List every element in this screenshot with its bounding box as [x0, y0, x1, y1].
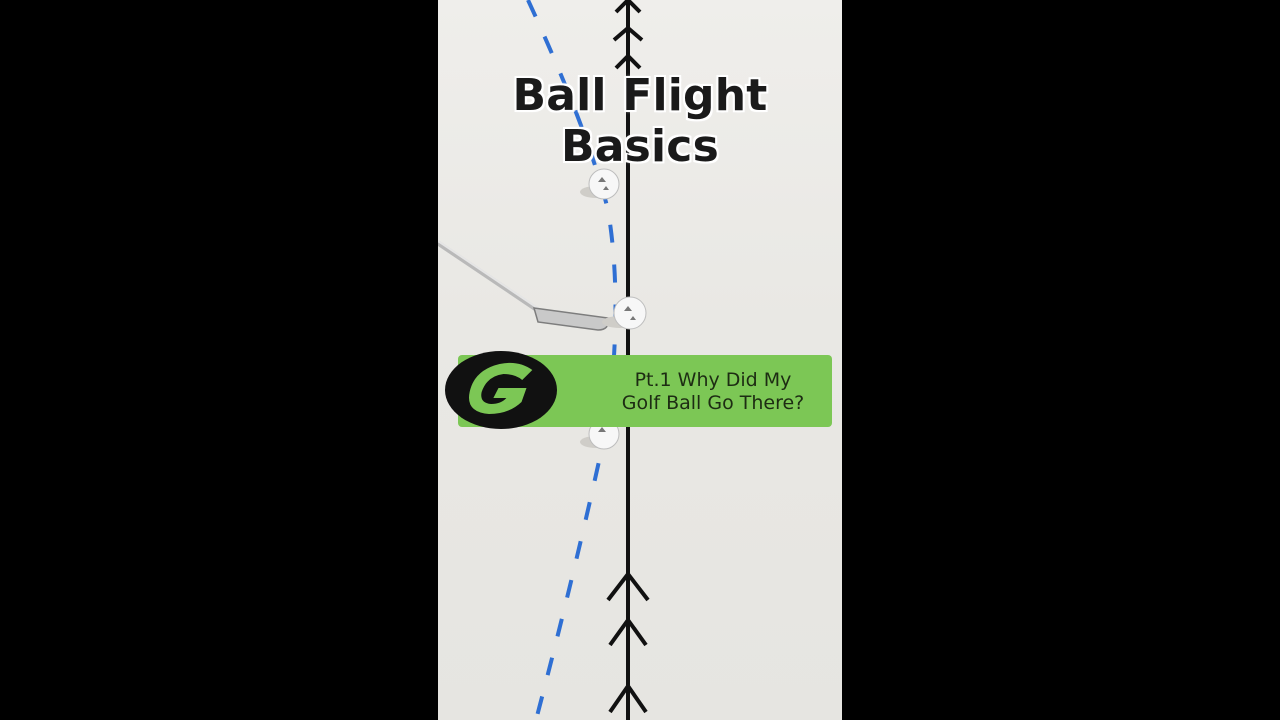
video-content: Ball Flight Basics Pt.1 Why Did My Golf …: [438, 0, 842, 720]
banner-caption: Pt.1 Why Did My Golf Ball Go There?: [608, 369, 818, 415]
banner-caption-line-2: Golf Ball Go There?: [621, 392, 805, 414]
golf-ball-middle: [602, 296, 647, 330]
golf-club: [438, 240, 610, 331]
top-arrow-marks: [612, 0, 644, 70]
video-title: Ball Flight Basics: [512, 70, 768, 172]
banner-caption-line-1: Pt.1 Why Did My: [634, 369, 792, 391]
golf-ball-top: [580, 168, 620, 200]
bottom-arrow-marks: [606, 570, 650, 714]
g-logo-icon: [445, 351, 557, 429]
